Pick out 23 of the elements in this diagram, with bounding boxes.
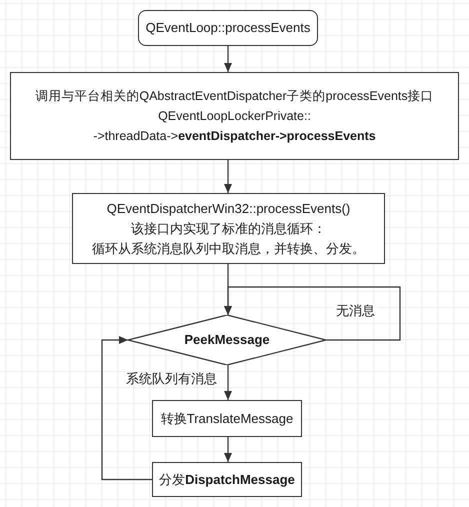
process-box xyxy=(152,400,302,437)
process-box xyxy=(72,193,385,264)
box-text: ->threadData->eventDispatcher->processEvents xyxy=(93,128,376,145)
arrow xyxy=(101,336,152,480)
box-text: 转换TranslateMessage xyxy=(160,410,294,428)
edge-label: 无消息 xyxy=(334,304,377,317)
box-text: 该接口内实现了标准的消息循环： xyxy=(131,220,326,238)
arrow xyxy=(224,286,401,341)
arrow xyxy=(224,160,232,193)
box-text: 调用与平台相关的QAbstractEventDispatcher子类的processEvents接口 xyxy=(35,88,434,105)
box-text: QEventLoopLockerPrivate:: xyxy=(158,108,311,125)
decision-text: PeekMessage xyxy=(184,331,270,350)
arrow xyxy=(224,46,232,72)
arrow xyxy=(224,365,232,400)
box-text: 分发DispatchMessage xyxy=(159,470,295,489)
start-box xyxy=(138,10,318,46)
edge-label: 系统队列有消息 xyxy=(124,372,219,385)
process-box xyxy=(10,72,459,160)
box-text: QEventDispatcherWin32::processEvents() xyxy=(106,200,350,218)
process-box xyxy=(152,462,302,497)
box-text: QEventLoop::processEvents xyxy=(146,19,310,37)
box-text: 循环从系统消息队列中取消息，并转换、分发。 xyxy=(92,240,365,258)
arrow xyxy=(224,437,232,462)
